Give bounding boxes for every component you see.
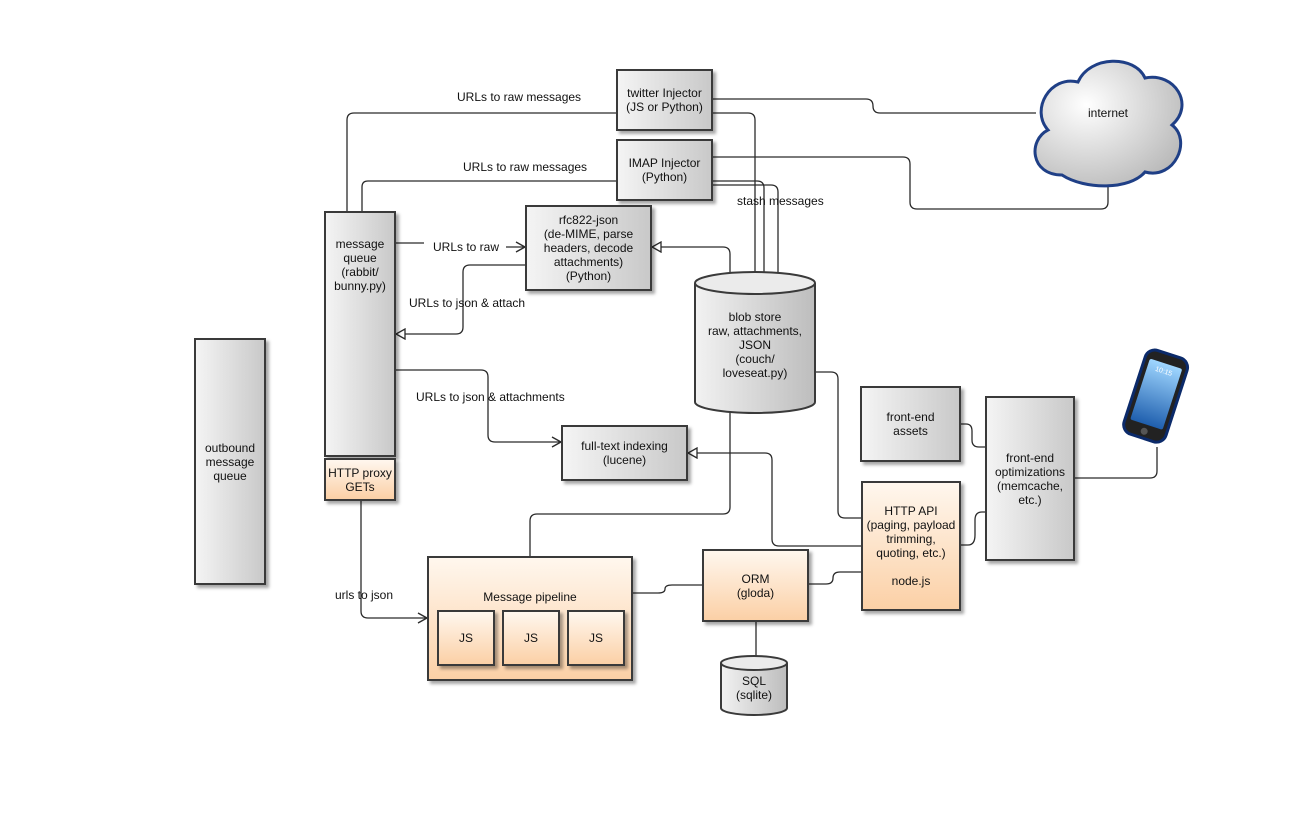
http-proxy: HTTP proxy GETs	[324, 458, 396, 501]
twitter-injector: twitter Injector (JS or Python)	[616, 69, 713, 131]
label-to-raw: URLs to raw	[433, 240, 499, 254]
edge-pipeline-orm	[633, 584, 702, 594]
edge-assets-opt	[960, 423, 985, 448]
js-worker-2-label: JS	[523, 631, 538, 645]
twitter-injector-label: twitter Injector (JS or Python)	[626, 86, 703, 114]
full-text-indexing: full-text indexing (lucene)	[561, 425, 688, 481]
edge-http-frontend	[961, 511, 985, 546]
sql-label: SQL (sqlite)	[735, 674, 772, 702]
edge-queue-fulltext	[396, 369, 563, 448]
js-worker-2: JS	[502, 610, 560, 666]
front-end-optimizations: front-end optimizations (memcache, etc.)	[985, 396, 1075, 561]
label-imap-raw: URLs to raw messages	[463, 160, 587, 174]
edge-blob-rfc	[652, 247, 731, 279]
message-queue: message queue (rabbit/ bunny.py)	[324, 211, 396, 457]
imap-injector: IMAP Injector (Python)	[616, 139, 713, 201]
edge-twitter-blob	[712, 112, 761, 287]
outbound-message-queue-label: outbound message queue	[204, 440, 256, 483]
front-end-assets-label: front-end assets	[886, 410, 935, 438]
edge-http-fulltext	[688, 453, 861, 547]
blob-store-cylinder	[694, 271, 816, 414]
rfc822-json-label: rfc822-json (de-MIME, parse headers, dec…	[543, 213, 634, 283]
message-pipeline-label: Message pipeline	[483, 590, 577, 604]
orm-gloda: ORM (gloda)	[702, 549, 809, 622]
sql-label-wrap: SQL (sqlite)	[721, 674, 787, 702]
outbound-message-queue: outbound message queue	[194, 338, 266, 585]
message-queue-label: message queue (rabbit/ bunny.py)	[334, 237, 386, 293]
http-api: HTTP API (paging, payload trimming, quot…	[861, 481, 961, 611]
front-end-assets: front-end assets	[860, 386, 961, 462]
internet-cloud-icon: internet	[1033, 59, 1184, 188]
rfc822-json: rfc822-json (de-MIME, parse headers, dec…	[525, 205, 652, 291]
sql-cylinder	[720, 655, 788, 716]
label-urls-json: urls to json	[335, 588, 393, 602]
js-worker-3: JS	[567, 610, 625, 666]
js-worker-1: JS	[437, 610, 495, 666]
http-api-label: HTTP API (paging, payload trimming, quot…	[866, 504, 956, 588]
http-proxy-label: HTTP proxy GETs	[328, 465, 392, 494]
js-worker-1-label: JS	[458, 631, 473, 645]
edge-queue-imap	[361, 180, 616, 212]
label-json-attach: URLs to json & attach	[409, 296, 525, 310]
js-worker-3-label: JS	[588, 631, 603, 645]
edge-blob-pipeline	[529, 412, 731, 556]
orm-gloda-label: ORM (gloda)	[736, 571, 775, 600]
label-twitter-raw: URLs to raw messages	[457, 90, 581, 104]
full-text-indexing-label: full-text indexing (lucene)	[581, 439, 668, 467]
edge-opt-phone	[1074, 447, 1158, 479]
blob-store-label: blob store raw, attachments, JSON (couch…	[707, 310, 803, 380]
edge-queue-twitter	[346, 112, 616, 212]
edge-rfc-queue	[396, 264, 525, 334]
phone-icon: 10:15	[1122, 348, 1190, 444]
edge-proxy-pipeline	[360, 501, 429, 624]
edge-twitter-internet	[712, 98, 1036, 114]
edge-imap-blob-1	[712, 180, 770, 287]
front-end-optimizations-label: front-end optimizations (memcache, etc.)	[994, 450, 1066, 507]
blob-store-label-wrap: blob store raw, attachments, JSON (couch…	[695, 310, 815, 380]
label-stash: stash messages	[737, 194, 824, 208]
edge-orm-http	[809, 571, 861, 585]
imap-injector-label: IMAP Injector (Python)	[628, 156, 701, 184]
edge-imap-blob-2	[712, 184, 784, 287]
edge-blob-http	[815, 371, 861, 519]
internet-label: internet	[1088, 106, 1129, 120]
edge-imap-internet	[712, 156, 1109, 210]
label-json-attachments: URLs to json & attachments	[416, 390, 565, 404]
